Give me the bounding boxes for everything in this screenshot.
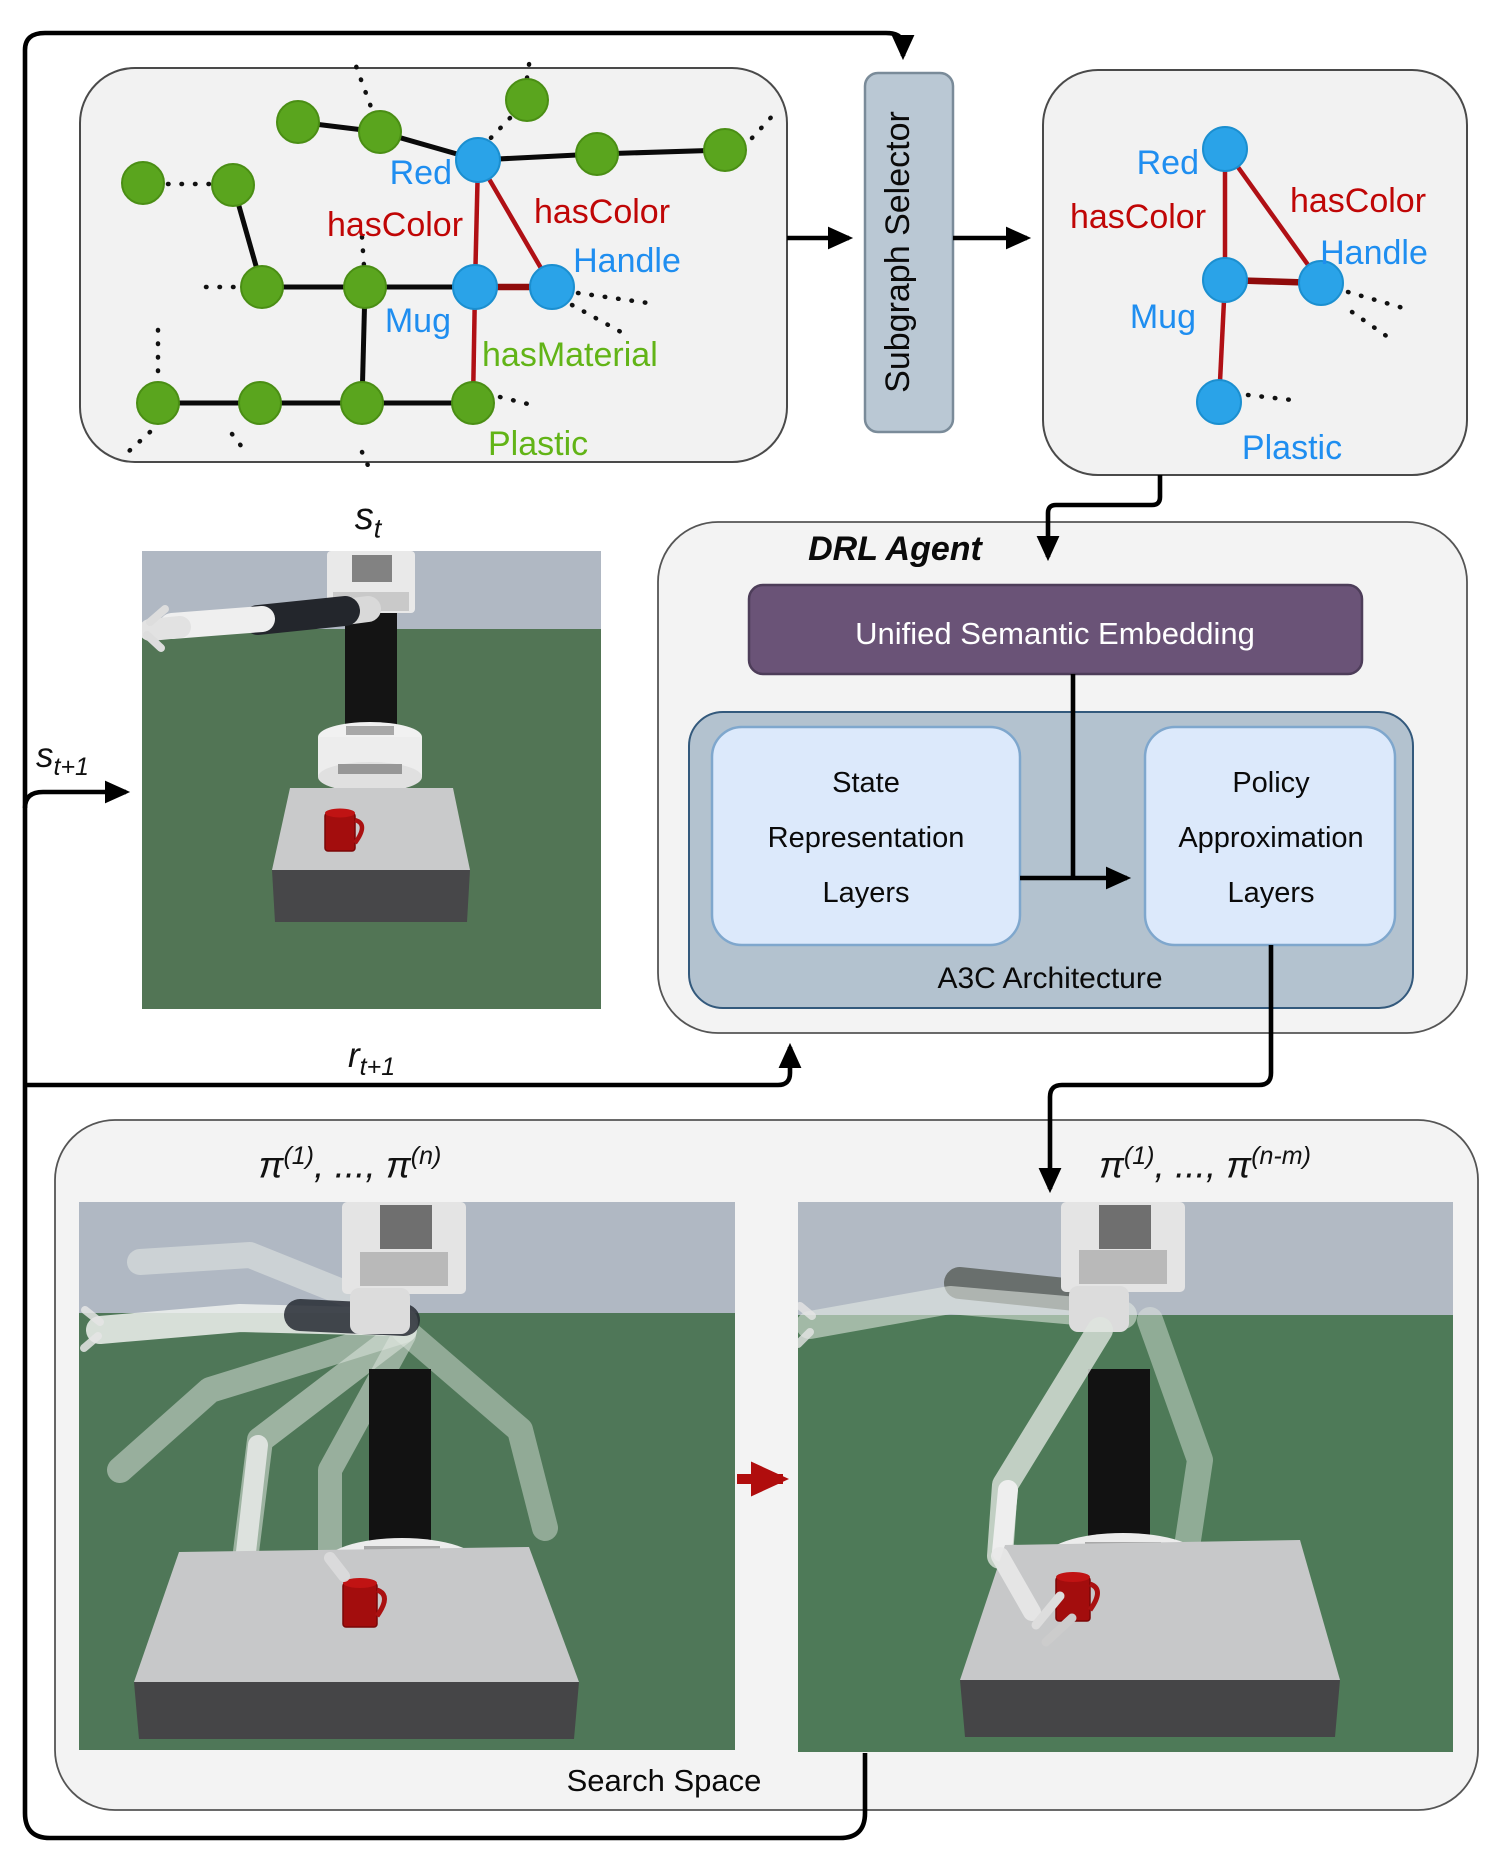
policies-nm-label: π(1), ..., π(n-m) [1099,1142,1311,1186]
pi-symbol: π [1099,1144,1124,1186]
pi-ellipsis: , ..., [314,1144,386,1186]
kg-label-red: Red [390,154,452,192]
reward-arrow [25,1042,802,1088]
table [960,1540,1340,1737]
kg-label-hascolor-2: hasColor [534,193,670,231]
search-space-label: Search Space [567,1763,762,1798]
robot [142,551,422,820]
subgraph-selector-box [863,71,955,434]
subgraph-selector-label: Subgraph Selector [879,111,917,393]
subgraph-dotted-edges [1245,289,1413,403]
policy-box-line3: Layers [1227,877,1314,909]
reward-label: rt+1 [348,1036,395,1082]
state-sub: t [373,513,382,544]
kg-highlight-nodes [452,137,575,310]
state-box-line1: State [832,767,900,799]
gripper-hand [324,1552,350,1582]
pi-sup-n: (n) [410,1142,442,1170]
sim-state-image [142,551,601,1009]
next-state-label: st+1 [36,736,89,782]
subgraph-label-plastic: Plastic [1242,429,1342,467]
policy-box-line1: Policy [1232,767,1310,799]
embedding-label: Unified Semantic Embedding [855,616,1255,651]
state-box-line3: Layers [822,877,909,909]
state-box-text: State Representation Layers [768,767,965,909]
kg-dotted-edges [125,55,779,473]
feedback-loop-line [22,30,915,1841]
subgraph-label-mug: Mug [1130,298,1196,336]
subgraph-to-agent-arrow [1036,475,1163,562]
pi-sup-1: (1) [283,1142,315,1170]
drl-agent-title: DRL Agent [808,530,983,568]
subgraph-label-hascolor-1: hasColor [1070,198,1206,236]
state-label: st [355,496,382,545]
subgraph-labels: Red hasColor hasColor Handle Mug Plastic [1070,144,1428,467]
table [134,1547,579,1739]
subgraph-panel [1042,69,1468,476]
next-state-arrow [22,780,131,809]
state-base: s [354,496,374,538]
kg-label-plastic: Plastic [488,425,588,463]
policy-box-text: Policy Approximation Layers [1178,767,1363,909]
pi-sup-1: (1) [1123,1142,1155,1170]
knowledge-graph: Red hasColor hasColor Handle Mug hasMate… [121,55,779,473]
sim-policies-n-image [79,1202,735,1750]
wiring [22,30,1274,1841]
pi-symbol: π [1226,1144,1252,1186]
reward-sub: t+1 [359,1053,396,1081]
gripper-to-mug [991,1547,1077,1647]
pi-ellipsis: , ..., [1154,1144,1227,1186]
unified-semantic-embedding-box [747,583,1364,676]
pi-symbol: π [385,1144,411,1186]
a3c-architecture-label: A3C Architecture [937,962,1162,995]
kg-label-handle: Handle [573,242,681,280]
policy-to-search-arrow [1038,945,1274,1194]
subgraph-label-handle: Handle [1320,234,1428,272]
next-state-sub: t+1 [53,753,89,781]
table [272,788,470,922]
selected-subgraph: Red hasColor hasColor Handle Mug Plastic [1070,126,1428,467]
ghost-arms [798,1267,1213,1573]
subgraph-label-hascolor-2: hasColor [1290,182,1426,220]
kg-labels: Red hasColor hasColor Handle Mug hasMate… [327,154,681,463]
kg-label-mug: Mug [385,302,451,340]
state-representation-box [710,725,1022,947]
pi-sup-nm: (n-m) [1251,1142,1311,1170]
red-mug [342,1578,387,1628]
next-state-base: s [36,736,54,775]
subgraph-label-red: Red [1137,144,1199,182]
policy-box-line2: Approximation [1178,822,1363,854]
sim-policies-nm-image [798,1202,1453,1752]
kg-label-hasmaterial: hasMaterial [482,336,658,374]
kg-label-hascolor-1: hasColor [327,206,463,244]
reward-base: r [348,1036,360,1075]
policies-n-label: π(1), ..., π(n) [259,1142,442,1186]
state-box-line2: Representation [768,822,965,854]
red-mug [324,808,365,852]
kg-entity-nodes [121,78,747,425]
pi-symbol: π [258,1144,284,1186]
forearm [992,1480,1018,1562]
subgraph-nodes [1196,126,1344,425]
